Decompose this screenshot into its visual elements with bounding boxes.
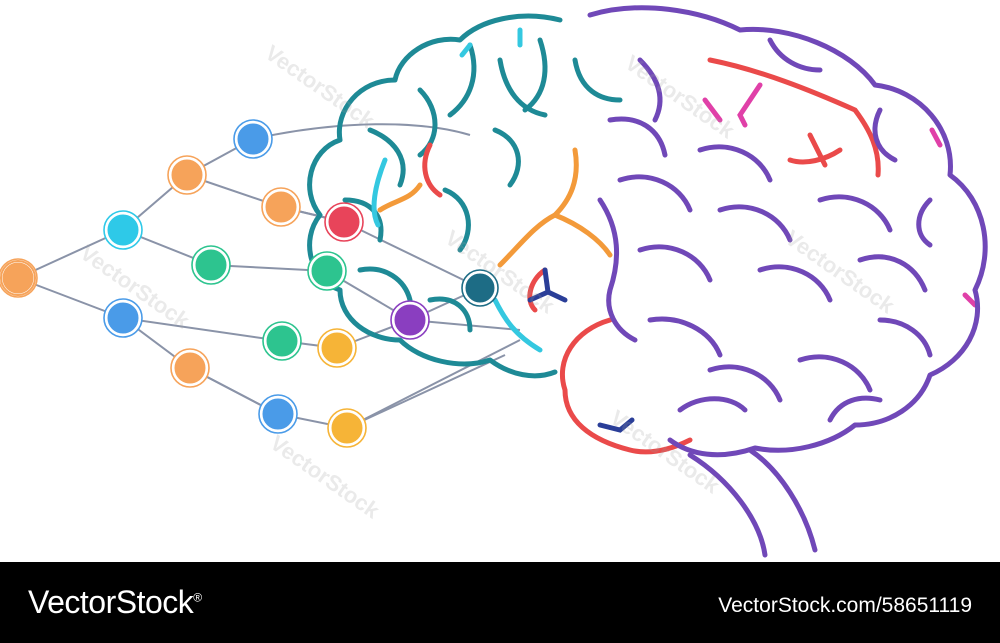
- node: [262, 188, 300, 226]
- node: [263, 322, 301, 360]
- node: [168, 156, 206, 194]
- node: [391, 301, 429, 339]
- node: [234, 120, 272, 158]
- brain-orange-accents: [377, 147, 613, 268]
- network-links: [17, 123, 521, 430]
- node: [259, 395, 297, 433]
- node: [318, 329, 356, 367]
- brain-cyan-accents: [371, 27, 543, 353]
- node: [104, 299, 142, 337]
- node: [462, 270, 498, 306]
- node: [192, 246, 230, 284]
- footer-bar: VectorStock® VectorStock.com/58651119: [0, 562, 1000, 643]
- node-rings: [0, 119, 499, 448]
- brain-frontal-teal: [307, 13, 623, 379]
- brain-pink-accents: [702, 82, 978, 308]
- node: [328, 409, 366, 447]
- brain-svg: [0, 5, 988, 558]
- node: [171, 349, 209, 387]
- brain-red-accents: [422, 57, 881, 455]
- brain-parietal-purple: [587, 5, 988, 558]
- brand-name: VectorStock: [28, 584, 194, 620]
- brain-navy-accents: [527, 267, 635, 433]
- network-nodes: [0, 120, 498, 447]
- brain-network-illustration: VectorStock VectorStock VectorStock Vect…: [0, 5, 988, 558]
- footer-brand: VectorStock®: [28, 584, 202, 621]
- node: [308, 252, 346, 290]
- brand-registered-mark: ®: [193, 590, 202, 605]
- node: [0, 259, 37, 297]
- node: [104, 211, 142, 249]
- node: [325, 203, 363, 241]
- footer-image-id: VectorStock.com/58651119: [718, 594, 972, 617]
